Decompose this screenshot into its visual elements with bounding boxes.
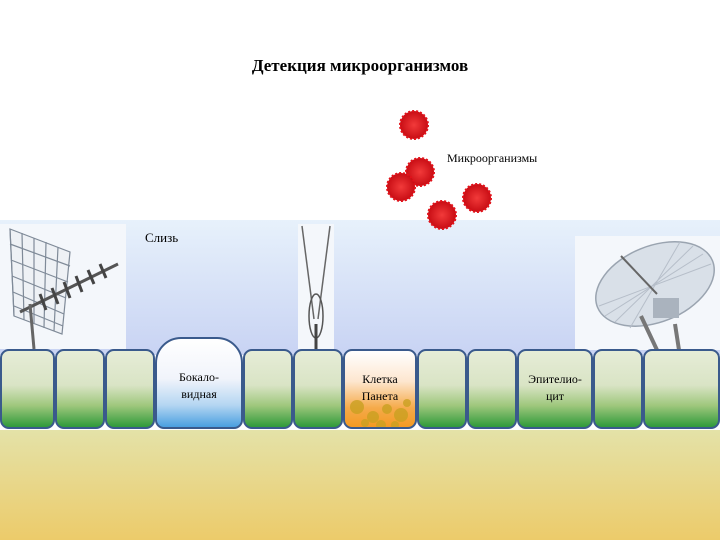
- epithelial-cell: [55, 349, 105, 429]
- satellite-dish-icon: [575, 236, 720, 351]
- cell-label-line: цит: [545, 389, 565, 403]
- epithelial-cell: [293, 349, 343, 429]
- granule: [376, 420, 386, 427]
- granule: [350, 400, 364, 414]
- microorganisms-label: Микроорганизмы: [447, 151, 538, 165]
- substrate-layer: [0, 430, 720, 540]
- cell-label-line: Бокало-: [179, 370, 219, 384]
- epithelial-cell: [593, 349, 643, 429]
- epithelial-cell: [243, 349, 293, 429]
- epithelial-cell: [105, 349, 155, 429]
- microorganisms-group: [386, 110, 492, 230]
- cell-label-line: видная: [181, 387, 217, 401]
- granule: [382, 404, 392, 414]
- cell-label: Бокало-видная: [157, 369, 241, 403]
- microorganism-icon: [427, 200, 457, 230]
- cell-label-line: Эпителио-: [528, 372, 582, 386]
- cell-label-line: Клетка: [362, 372, 398, 386]
- microorganism-icon: [405, 157, 435, 187]
- granule: [394, 408, 408, 422]
- granule: [391, 421, 399, 427]
- page-title: Детекция микроорганизмов: [251, 56, 469, 75]
- microorganism-icon: [386, 172, 416, 202]
- yagi-antenna-icon: [0, 224, 126, 350]
- dipole-antenna-icon: [298, 224, 334, 349]
- microorganism-icon: [462, 183, 492, 213]
- granule: [367, 411, 379, 423]
- paneth-granules: [350, 399, 411, 427]
- epithelial-cell: Эпителио-цит: [517, 349, 593, 429]
- epithelial-cell: [417, 349, 467, 429]
- cell-label-line: Панета: [361, 389, 399, 403]
- mucus-label: Слизь: [145, 230, 179, 245]
- microorganism-icon: [399, 110, 429, 140]
- epithelial-cell: [643, 349, 720, 429]
- granule: [361, 419, 369, 427]
- goblet-cell: Бокало-видная: [155, 337, 243, 429]
- epithelial-cell: [0, 349, 55, 429]
- granule: [403, 399, 411, 407]
- epithelial-cell: [467, 349, 517, 429]
- cell-label: Эпителио-цит: [519, 371, 591, 405]
- microorganism-icon: [386, 110, 492, 230]
